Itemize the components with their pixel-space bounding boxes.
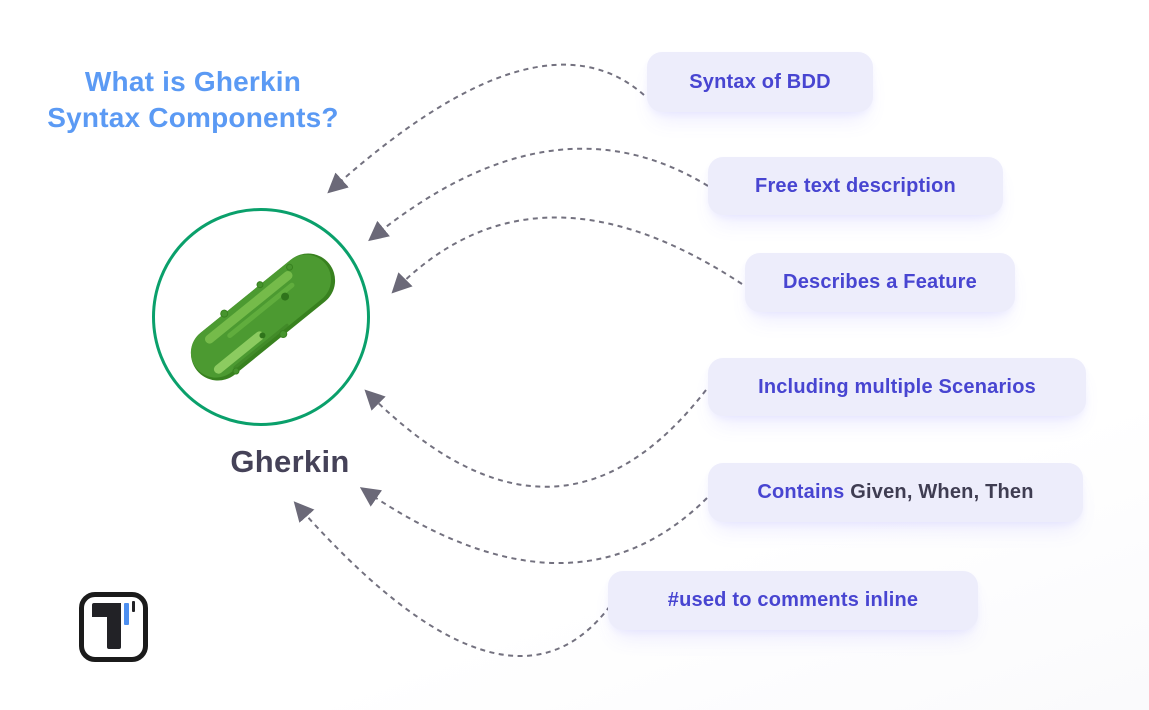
pill-label: Syntax of BDD (689, 70, 831, 93)
cucumber-icon (190, 253, 336, 381)
pill-label: Describes a Feature (783, 271, 977, 293)
pill-label: Including multiple Scenarios (758, 375, 1036, 398)
pill-label: #used to comments inline (667, 589, 919, 611)
pill-free-text-description: Free text description (708, 157, 1003, 215)
pill-including-multiple-scenarios: Including multiple Scenarios (708, 358, 1086, 416)
arrow-free-text-description (368, 147, 709, 242)
page-title-line1: What is Gherkin (84, 66, 302, 97)
pill-label-rest: Given, When, Then (844, 481, 1034, 503)
logo-blue-accent (124, 603, 129, 625)
pill-syntax-of-bdd: Syntax of BDD (647, 52, 873, 112)
pill-label: Free text description (755, 174, 956, 197)
page-title-line2: Syntax Components? (47, 102, 339, 134)
pill-describes-a-feature: Describes a Feature (745, 253, 1015, 312)
logo-tick-shape (132, 601, 135, 612)
logo-stem-shape (107, 603, 121, 649)
arrow-describes-a-feature (391, 216, 743, 294)
pill-contains-given-when-then: Contains Given, When, Then (708, 463, 1083, 522)
gherkin-circle (152, 208, 370, 426)
arrow-comments-inline (293, 501, 611, 657)
arrow-syntax-of-bdd (327, 63, 645, 194)
pill-used-to-comments-inline: #used to comments inline (608, 571, 978, 630)
arrow-contains-given-when-then (359, 487, 708, 565)
brand-logo (79, 592, 148, 662)
arrow-including-scenarios (364, 389, 707, 488)
gherkin-label: Gherkin (230, 444, 350, 479)
pill-label-accent: Contains (757, 481, 845, 503)
